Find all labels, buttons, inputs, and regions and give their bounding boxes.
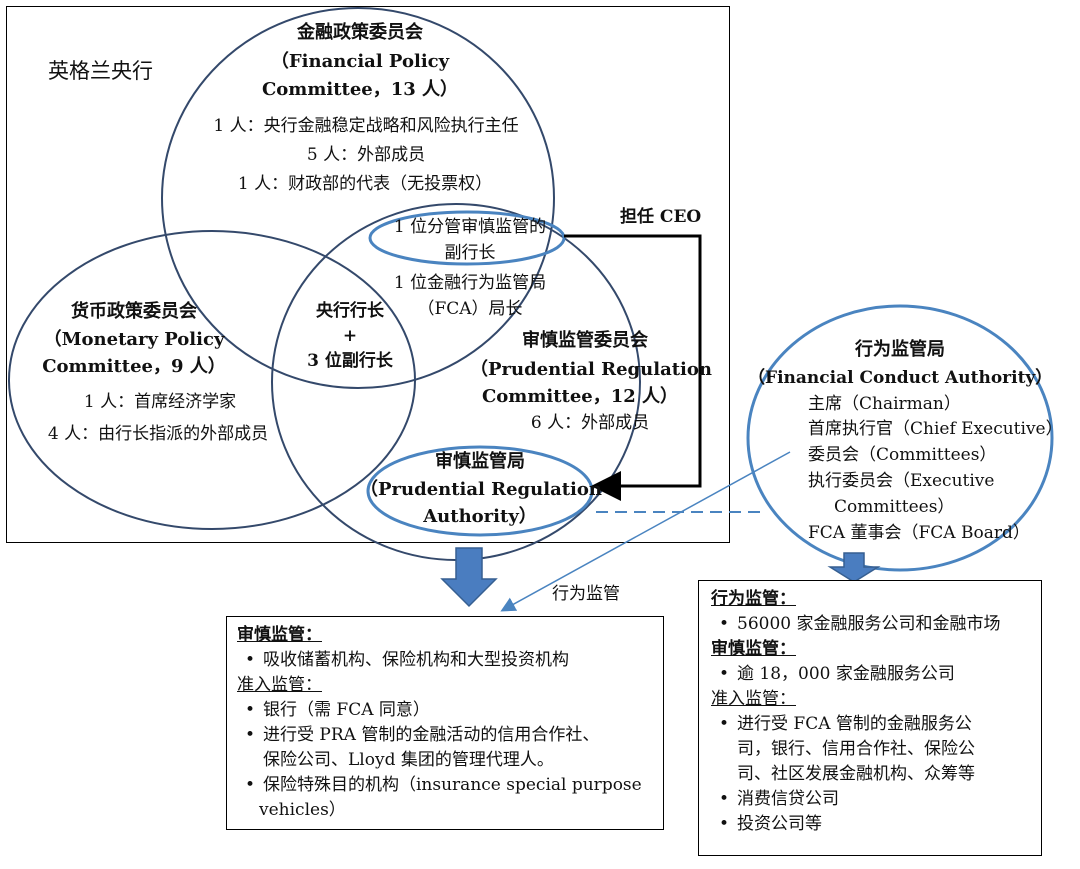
fca-box-item-consumer-credit: 消费信贷公司 xyxy=(711,787,1041,812)
deputy-label-2: 副行长 xyxy=(444,243,496,263)
fca-item-board: FCA 董事会（FCA Board） xyxy=(808,523,1030,543)
fca-item-exec-1: 执行委员会（Executive xyxy=(808,471,995,491)
fca-down-arrow xyxy=(827,552,881,583)
fca-box-heading-prudential: 审慎监管： xyxy=(711,639,796,659)
pra-box-item-credit-unions-cont: 保险公司、Lloyd 集团的管理代理人。 xyxy=(263,750,554,770)
pra-box-item-spv-cont: vehicles） xyxy=(259,800,346,820)
mpc-name-cn: 货币政策委员会 xyxy=(71,301,197,322)
deputy-label-1: 1 位分管审慎监管的 xyxy=(393,217,547,237)
fpc-name-en-1: （Financial Policy xyxy=(270,51,450,72)
pra-label-1: 审慎监管局 xyxy=(435,451,525,472)
pra-box-item-banks: 银行（需 FCA 同意） xyxy=(237,698,663,723)
fca-box-heading-conduct: 行为监管： xyxy=(711,589,796,609)
prc-name-en-2: Committee，12 人） xyxy=(481,386,679,407)
pra-box-heading-authorisation: 准入监管： xyxy=(237,675,322,695)
pra-down-arrow xyxy=(440,547,498,608)
fpc-member-2: 5 人：外部成员 xyxy=(306,145,426,165)
boe-frame xyxy=(6,6,730,543)
fca-box-item-regulated-cont-1: 司，银行、信用合作社、保险公 xyxy=(737,739,975,759)
pra-label-3: Authority） xyxy=(423,506,537,527)
fca-item-chairman: 主席（Chairman） xyxy=(808,394,961,414)
prc-member-1: 6 人：外部成员 xyxy=(530,413,650,433)
fca-head-label-1: 1 位金融行为监管局 xyxy=(393,273,547,293)
mpc-circle xyxy=(8,230,416,530)
conduct-arrow-label: 行为监管 xyxy=(552,584,620,604)
fca-box-item-regulated: 进行受 FCA 管制的金融服务公 xyxy=(711,712,1041,737)
pra-label-2: （Prudential Regulation xyxy=(360,479,602,500)
pra-box-item-deposit: 吸收储蓄机构、保险机构和大型投资机构 xyxy=(237,648,663,673)
fpc-member-1: 1 人：央行金融稳定战略和风险执行主任 xyxy=(213,116,519,136)
prc-name-en-1: （Prudential Regulation xyxy=(470,359,712,380)
fca-responsibilities-box: 行为监管： 56000 家金融服务公司和金融市场 审慎监管： 逾 18，000 … xyxy=(698,580,1042,856)
governor-label-1: 央行行长 xyxy=(316,301,384,321)
prc-name-cn: 审慎监管委员会 xyxy=(522,330,648,351)
fca-box-heading-authorisation: 准入监管： xyxy=(711,689,796,709)
fca-name-cn: 行为监管局 xyxy=(855,339,945,360)
mpc-member-1: 1 人：首席经济学家 xyxy=(83,392,237,412)
fpc-circle xyxy=(161,7,555,389)
pra-box-item-spv: 保险特殊目的机构（insurance special purpose xyxy=(237,773,663,798)
fca-head-label-2: （FCA）局长 xyxy=(417,299,523,319)
fca-item-committees: 委员会（Committees） xyxy=(808,445,997,465)
fpc-member-3: 1 人：财政部的代表（无投票权） xyxy=(237,174,493,194)
fca-box-item-regulated-cont-2: 司、社区发展金融机构、众筹等 xyxy=(737,764,975,784)
fca-box-item-18000: 逾 18，000 家金融服务公司 xyxy=(711,662,1041,687)
ceo-label: 担任 CEO xyxy=(620,207,702,227)
fca-name-en: （Financial Conduct Authority） xyxy=(748,368,1053,388)
pra-box-heading-prudential: 审慎监管： xyxy=(237,625,322,645)
fpc-name-cn: 金融政策委员会 xyxy=(297,22,423,43)
fca-box-item-firms: 56000 家金融服务公司和金融市场 xyxy=(711,612,1041,637)
boe-title: 英格兰央行 xyxy=(48,59,153,83)
ceo-arrow xyxy=(564,234,702,501)
governor-label-2: + xyxy=(342,326,358,346)
pra-box-item-credit-unions: 进行受 PRA 管制的金融活动的信用合作社、 xyxy=(237,723,663,748)
mpc-name-en-2: Committee，9 人） xyxy=(42,356,226,377)
fca-item-ceo: 首席执行官（Chief Executive） xyxy=(808,419,1063,439)
fpc-name-en-2: Committee，13 人） xyxy=(261,79,459,100)
governor-label-3: 3 位副行长 xyxy=(307,351,393,371)
mpc-member-2: 4 人：由行长指派的外部成员 xyxy=(47,424,269,444)
conduct-arrow-line xyxy=(500,451,791,612)
fca-item-exec-2: Committees） xyxy=(834,497,955,517)
deputy-highlight xyxy=(368,210,566,266)
pra-responsibilities-box: 审慎监管： 吸收储蓄机构、保险机构和大型投资机构 准入监管： 银行（需 FCA … xyxy=(226,616,664,830)
mpc-name-en-1: （Monetary Policy xyxy=(43,329,225,350)
fca-box-item-investment: 投资公司等 xyxy=(711,812,1041,837)
fca-circle xyxy=(746,304,1054,572)
